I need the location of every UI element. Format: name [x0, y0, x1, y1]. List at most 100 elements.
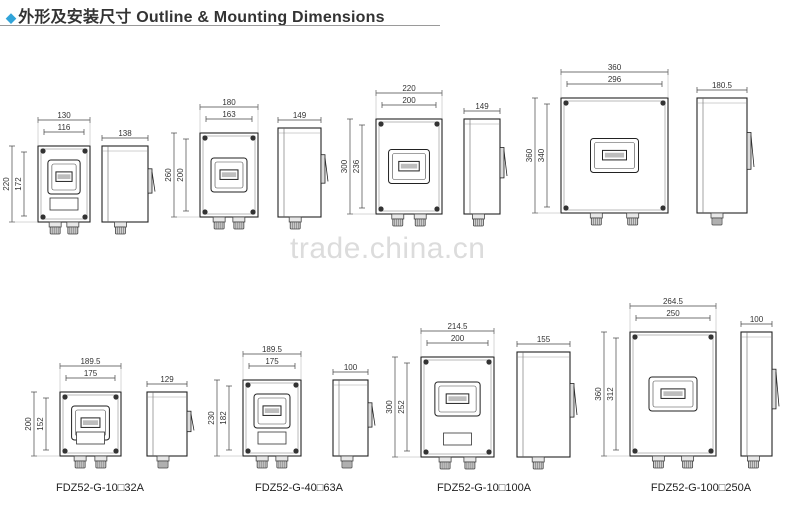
front-r1-1-gland-1-nut [275, 455, 289, 462]
side-r0-3-enclosure [696, 97, 748, 214]
front-r0-1-gland-0-nut [212, 216, 226, 223]
model-label-r1-0: FDZ52-G-10□32A [56, 482, 145, 494]
front-r1-0-gland-1-nut [94, 455, 108, 462]
side-r1-1-dim-depth-label: 100 [344, 363, 358, 372]
header-divider [0, 25, 440, 26]
side-r0-0-handle-lever [151, 171, 156, 192]
side-r1-3-gland-body [748, 460, 759, 469]
front-r0-1-dim-width-outer-label: 180 [222, 98, 236, 107]
front-r1-3-gland-1-body [682, 460, 694, 469]
section-title: ◆外形及安装尺寸 Outline & Mounting Dimensions [6, 3, 385, 27]
side-r1-3-handle-lever [775, 372, 780, 407]
front-r1-3-screw-br [708, 448, 714, 454]
front-r1-0-dim-height-inner-label: 152 [36, 417, 45, 431]
side-r1-2-handle [569, 383, 575, 418]
side-r0-3-gland-body [711, 217, 723, 226]
front-r1-2-gland-1-nut [463, 456, 477, 463]
front-r1-2-gland-1-body [464, 461, 476, 470]
side-r1-0-handle [186, 410, 192, 433]
front-r0-1-screw-br [250, 209, 256, 215]
front-r1-1-gland-0-body [256, 460, 268, 469]
front-r1-2-dim-height-outer-label: 300 [385, 400, 394, 414]
front-r0-1-screw-tr [250, 135, 256, 141]
front-r0-1-gland-0-body [213, 221, 225, 230]
front-r0-2-lid-edge [378, 121, 440, 212]
front-r0-3-dim-height-outer-label: 360 [525, 148, 534, 162]
front-r1-2-dim-height-inner-label: 252 [397, 400, 406, 414]
front-r1-0-nameplate [76, 431, 105, 445]
front-r0-3-dim-width-outer-label: 360 [608, 63, 622, 72]
front-r0-3-screw-tr [660, 100, 666, 106]
front-r0-0-dim-width-inner-label: 116 [58, 123, 71, 132]
front-r0-1-handle-grip [221, 172, 237, 178]
front-r1-1-handle-grip [264, 408, 280, 414]
front-r0-1-screw-bl [202, 209, 208, 215]
side-r1-1-gland-body [341, 460, 353, 469]
front-r1-3-handle-grip [663, 391, 683, 397]
side-r0-3-handle-lever [750, 135, 755, 168]
front-r1-3-dim-width-inner-label: 250 [666, 309, 680, 318]
front-r0-3-screw-tl [563, 100, 569, 106]
front-r0-0-nameplate [49, 197, 79, 211]
section-title-text: 外形及安装尺寸 Outline & Mounting Dimensions [18, 9, 385, 26]
front-r0-3-dim-width-inner-label: 296 [608, 75, 622, 84]
side-r0-1-handle-lever [324, 157, 329, 182]
front-r1-3-screw-tr [708, 334, 714, 340]
front-r1-1-dim-width-outer-label: 189.5 [262, 345, 283, 354]
section-header: ◆外形及安装尺寸 Outline & Mounting Dimensions [0, 0, 800, 26]
front-r1-1-gland-0-nut [255, 455, 269, 462]
front-r1-0-dim-width-inner-label: 175 [84, 369, 98, 378]
front-r1-3-dim-height-outer-label: 360 [594, 387, 603, 401]
front-r0-1-dim-height-outer-label: 260 [164, 168, 173, 182]
side-r0-2-enclosure [463, 118, 501, 215]
front-r1-1-window-inner [257, 397, 287, 425]
front-r1-3-gland-0-body [652, 460, 664, 469]
front-r0-2-dim-height-inner-label: 236 [352, 159, 361, 173]
front-r1-0-dim-width-outer-label: 189.5 [80, 357, 101, 366]
front-r0-3-screw-bl [563, 205, 569, 211]
side-r0-0-gland-body [115, 226, 126, 235]
front-r0-2-dim-height-outer-label: 300 [340, 159, 349, 173]
front-r1-1-screw-br [293, 448, 299, 454]
front-r1-1-screw-tr [293, 382, 299, 388]
front-r0-3-gland-1-body [627, 217, 639, 226]
side-r0-3-dim-depth-label: 180.5 [712, 81, 733, 90]
side-r0-2-gland-nut [471, 213, 485, 220]
front-r0-3-gland-0-nut [589, 212, 603, 219]
front-r1-2-gland-0-nut [438, 456, 452, 463]
front-r1-0-gland-0-body [74, 460, 86, 469]
side-r1-0-gland-nut [156, 455, 170, 462]
diamond-bullet-icon: ◆ [6, 10, 17, 25]
front-r0-3-lid-edge [563, 100, 666, 211]
front-r0-1-screw-tl [202, 135, 208, 141]
front-r1-3-gland-1-nut [681, 455, 695, 462]
front-r0-0-dim-width-outer-label: 130 [57, 111, 71, 120]
side-r1-0-handle-lever [190, 414, 195, 431]
front-r1-2-gland-0-body [439, 461, 451, 470]
side-r0-1-enclosure [277, 127, 322, 218]
front-r1-1-dim-width-inner-label: 175 [265, 357, 279, 366]
side-r0-0-enclosure [101, 145, 149, 223]
front-r1-0-lid-edge [62, 394, 119, 454]
side-r0-2-gland-body [472, 218, 484, 227]
front-r1-3-screw-tl [632, 334, 638, 340]
front-r0-2-dim-width-outer-label: 220 [402, 84, 416, 93]
front-r0-0-gland-0-nut [48, 221, 62, 228]
front-r0-3-handle-grip [604, 152, 625, 158]
front-r0-1-gland-1-body [233, 221, 245, 230]
front-r1-1-dim-height-outer-label: 230 [207, 411, 216, 425]
side-r1-2-dim-depth-label: 155 [537, 335, 551, 344]
side-r1-0-gland-body [157, 460, 169, 469]
front-r0-1-lid-edge [202, 135, 256, 215]
front-r0-2-gland-0-body [392, 218, 404, 227]
front-r1-0-handle-grip [82, 420, 99, 426]
front-r1-1-screw-tl [245, 382, 251, 388]
front-r0-2-screw-tr [434, 121, 440, 127]
front-r0-2-screw-bl [378, 206, 384, 212]
side-r0-0-dim-depth-label: 138 [118, 129, 132, 138]
front-r1-1-dim-height-inner-label: 182 [219, 411, 228, 425]
